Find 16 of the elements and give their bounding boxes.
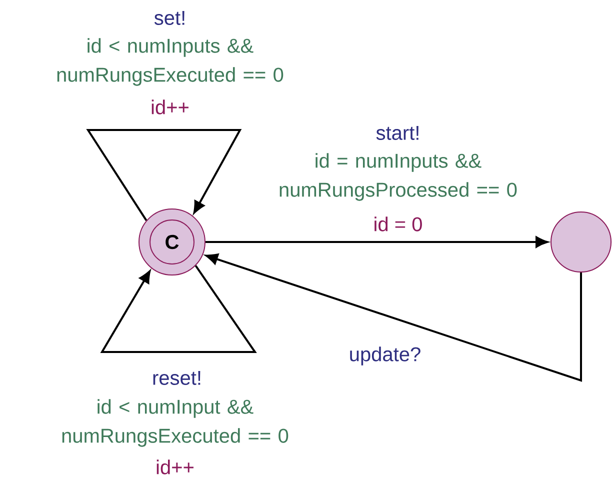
guard-text: id < numInputs && numRungsExecuted == 0: [57, 38, 284, 86]
update-text: id++: [156, 460, 194, 474]
sync-label: reset!: [153, 371, 200, 385]
sync-label: update?: [350, 346, 420, 366]
guard-text: id = numInputs && numRungsProcessed == 0: [280, 153, 517, 201]
committed-location: C: [138, 208, 206, 276]
arrow: [205, 254, 582, 382]
update-text: id = 0: [374, 216, 422, 232]
sync-label: set!: [154, 11, 184, 25]
arrow: [86, 129, 242, 222]
guard-text: id < numInput && numRungsExecuted == 0: [62, 399, 288, 447]
arrow: [100, 265, 257, 353]
arrow: [206, 236, 548, 248]
update-text: id++: [152, 100, 188, 114]
location-circle: [550, 212, 612, 272]
sync-label: start!: [376, 126, 418, 140]
